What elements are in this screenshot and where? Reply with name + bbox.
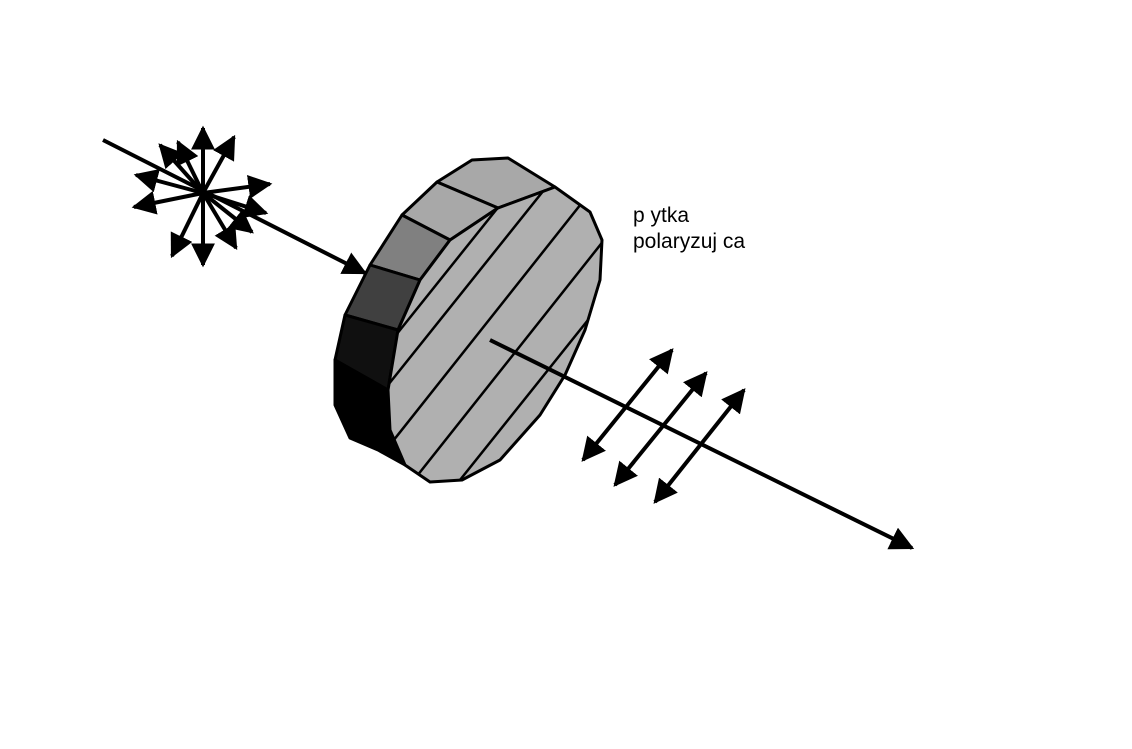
- plate-face: [386, 185, 604, 484]
- plate-label-line1: p ytka: [633, 204, 690, 227]
- plate-label-line2: polaryzuj ca: [633, 230, 746, 253]
- polarizer-plate: [333, 156, 604, 484]
- unpolarized-light-icon: [131, 125, 273, 268]
- polarized-light-icon: [581, 348, 746, 504]
- incoming-beam: [102, 138, 368, 275]
